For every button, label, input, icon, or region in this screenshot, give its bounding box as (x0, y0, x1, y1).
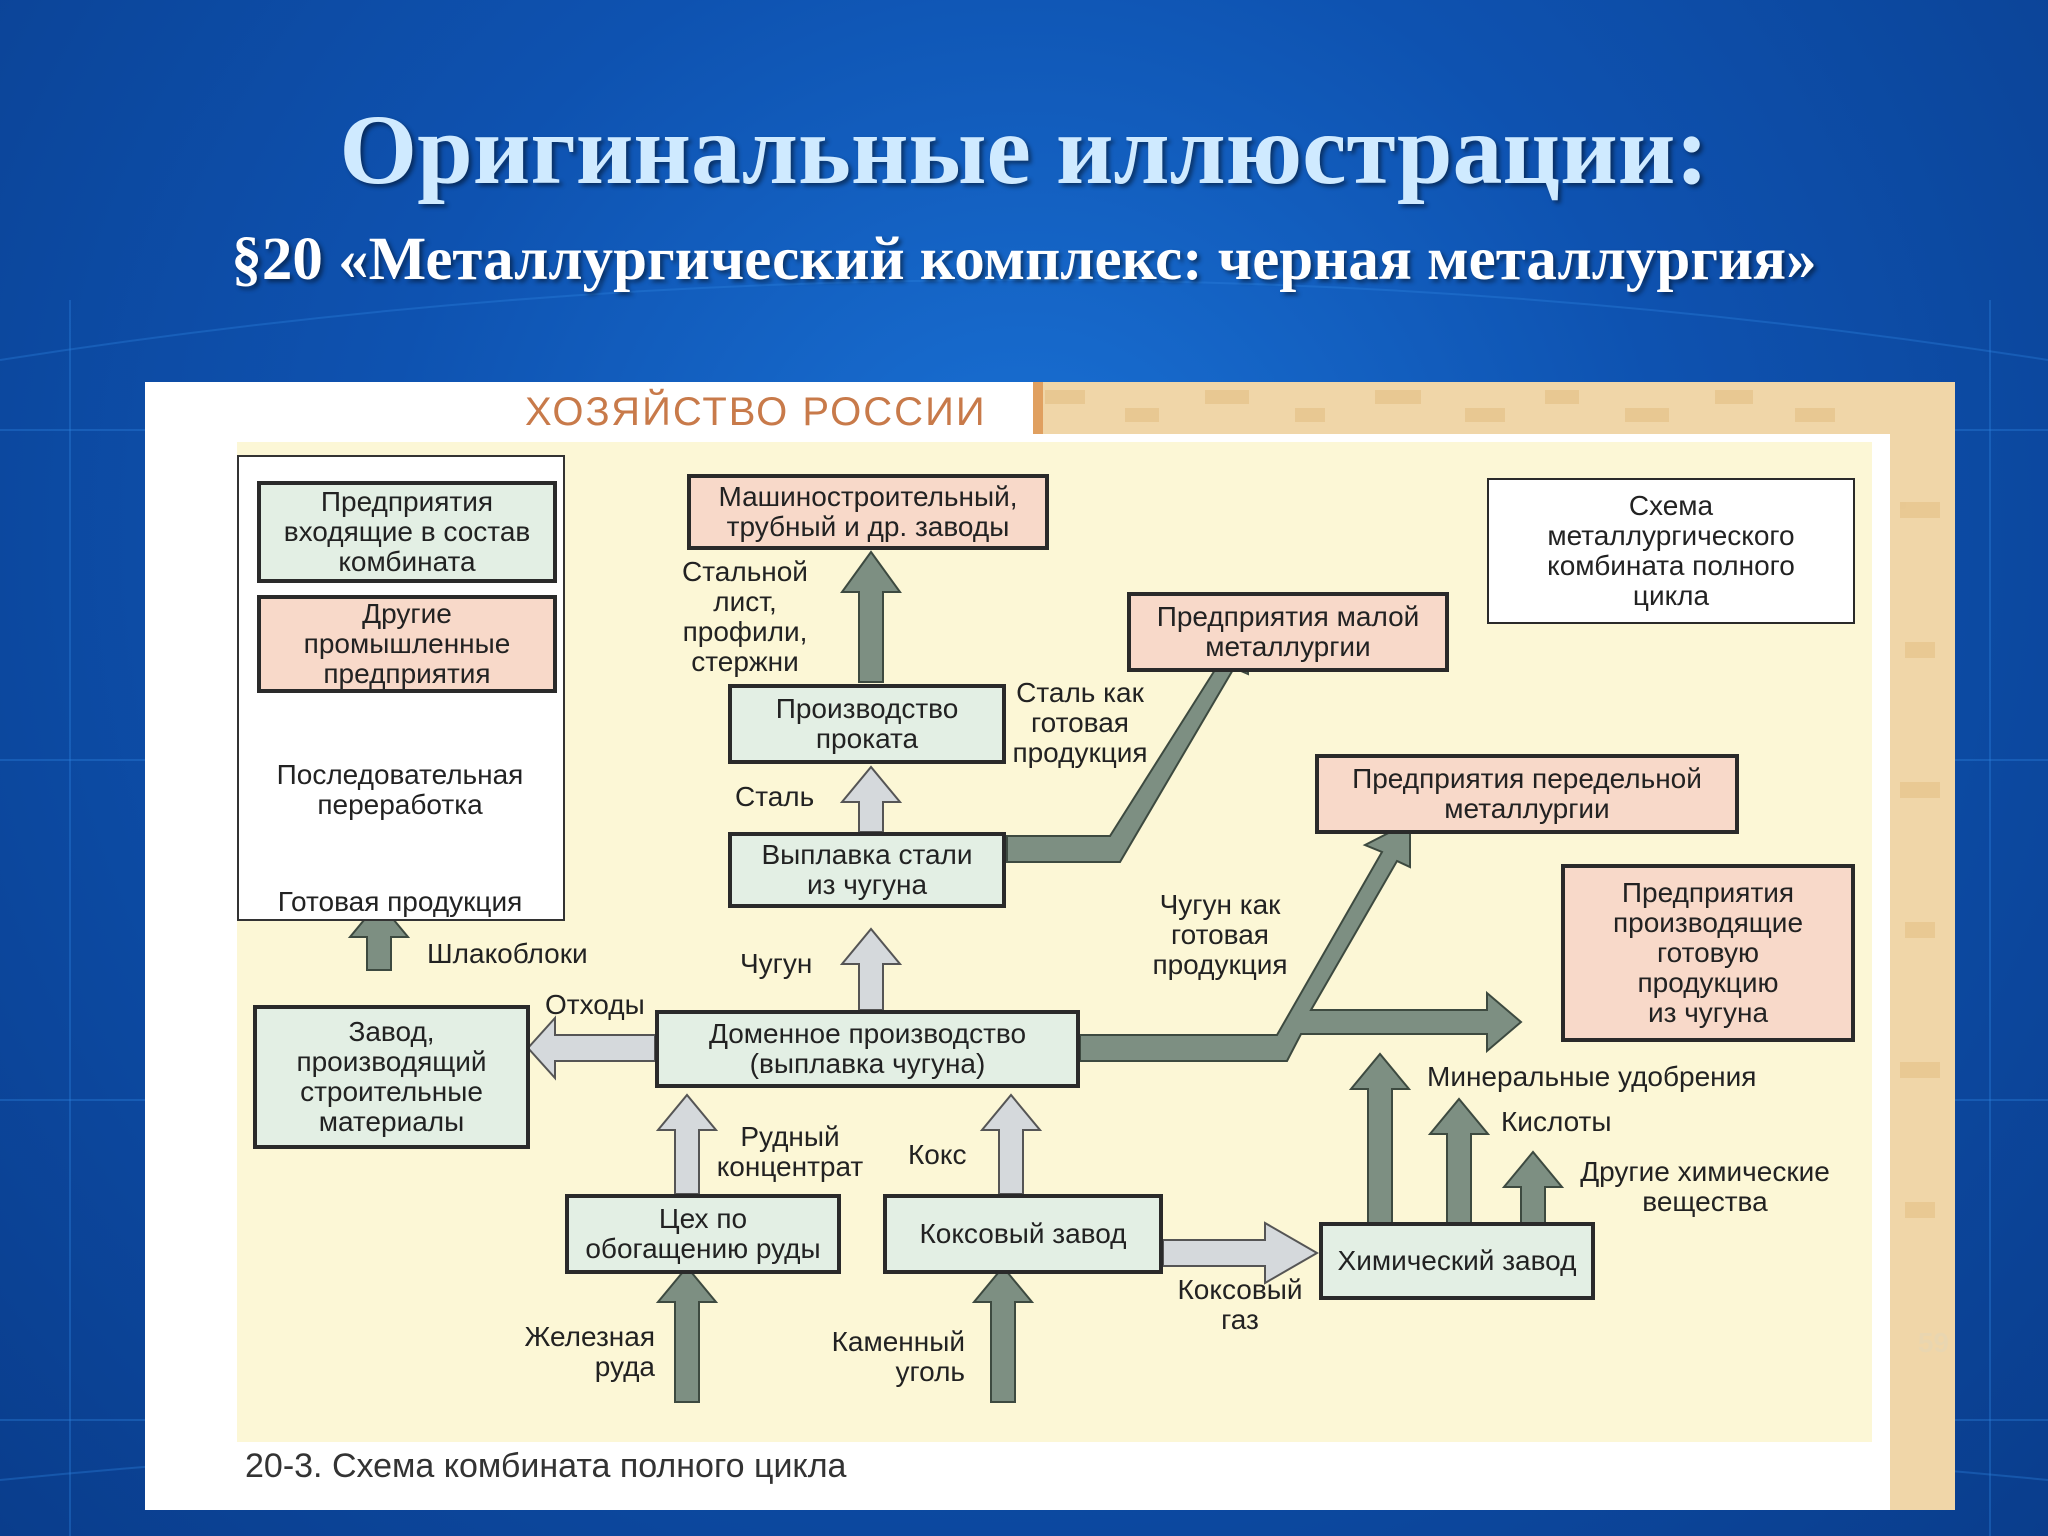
arrow-ore-concentrate (655, 1093, 719, 1195)
decor-pattern (1045, 390, 1940, 1218)
node-steel-smelting: Выплавка стали из чугуна (728, 832, 1006, 908)
arrow-coke (979, 1093, 1043, 1195)
node-rolling: Производство проката (728, 684, 1006, 764)
legend-green-box: Предприятия входящие в состав комбината (257, 481, 557, 583)
arrow-steel-sheet (840, 550, 902, 683)
node-building-materials: Завод, производящий строительные материа… (253, 1005, 530, 1149)
label-coke-gas: Коксовый газ (1177, 1274, 1303, 1335)
node-ore-enrichment: Цех по обогащению руды (565, 1194, 841, 1274)
arrow-waste (526, 1015, 656, 1081)
label-waste: Отходы (545, 989, 645, 1020)
decor-header-bar (1033, 382, 1043, 434)
label-coke: Кокс (908, 1139, 967, 1170)
diagram-figure: ХОЗЯЙСТВО РОССИИ Предприятия входящие в … (145, 382, 1955, 1510)
node-conversion-metallurgy: Предприятия передельной металлургии (1315, 754, 1739, 834)
label-fertilizers: Минеральные удобрения (1427, 1061, 1757, 1092)
label-steel-sheet: Стальной лист, профили, стержни (682, 556, 808, 677)
node-iron-products: Предприятия производящие готовую продукц… (1561, 864, 1855, 1042)
label-iron-ore: Железная руда (524, 1321, 655, 1382)
arrow-coke-gas (1162, 1221, 1320, 1285)
decor-band-right (1890, 382, 1955, 1510)
label-steel-as-product: Сталь как готовая продукция (1012, 677, 1148, 768)
node-small-metallurgy: Предприятия малой металлургии (1127, 592, 1449, 672)
green-arrows (347, 550, 1565, 1403)
label-iron-as-product: Чугун как готовая продукция (1152, 889, 1288, 980)
arrow-coal (971, 1265, 1035, 1403)
figure-caption: 20-3. Схема комбината полного цикла (245, 1447, 847, 1485)
node-coke-plant: Коксовый завод (883, 1194, 1163, 1274)
label-coal: Каменный уголь (831, 1326, 965, 1387)
label-slag-blocks: Шлакоблоки (427, 938, 588, 969)
label-acids: Кислоты (1501, 1106, 1612, 1137)
slide-subtitle: §20 «Металлургический комплекс: черная м… (231, 226, 1817, 293)
arrow-cast-iron (839, 927, 903, 1011)
schema-title-box: Схема металлургического комбината полног… (1487, 478, 1855, 624)
node-blast-furnace: Доменное производство (выплавка чугуна) (655, 1010, 1080, 1088)
arrow-other-chemicals (1501, 1150, 1565, 1227)
arrow-fertilizers (1348, 1052, 1412, 1227)
label-ore-concentrate: Рудный концентрат (716, 1121, 864, 1182)
label-cast-iron: Чугун (740, 948, 813, 979)
arrow-iron-as-product (1079, 820, 1523, 1062)
figure-header: ХОЗЯЙСТВО РОССИИ (525, 390, 987, 434)
legend-label-sequential: Последовательная переработка (276, 759, 524, 820)
arrow-steel (839, 765, 903, 833)
arrow-iron-ore (655, 1265, 719, 1403)
arrow-acids (1427, 1097, 1491, 1227)
caption-strip (145, 1442, 1890, 1510)
node-chemical-plant: Химический завод (1319, 1222, 1595, 1300)
label-other-chemicals: Другие химические вещества (1580, 1156, 1830, 1217)
legend-pink-box: Другие промышленные предприятия (257, 595, 557, 693)
gray-arrows (526, 765, 1320, 1285)
node-machine-plants: Машиностроительный, трубный и др. заводы (687, 474, 1049, 550)
legend-label-finished: Готовая продукция (277, 886, 523, 917)
page-number: 59 (1917, 1327, 1949, 1358)
label-steel: Сталь (735, 781, 815, 812)
slide-title: Оригинальные иллюстрации: (339, 94, 1709, 205)
